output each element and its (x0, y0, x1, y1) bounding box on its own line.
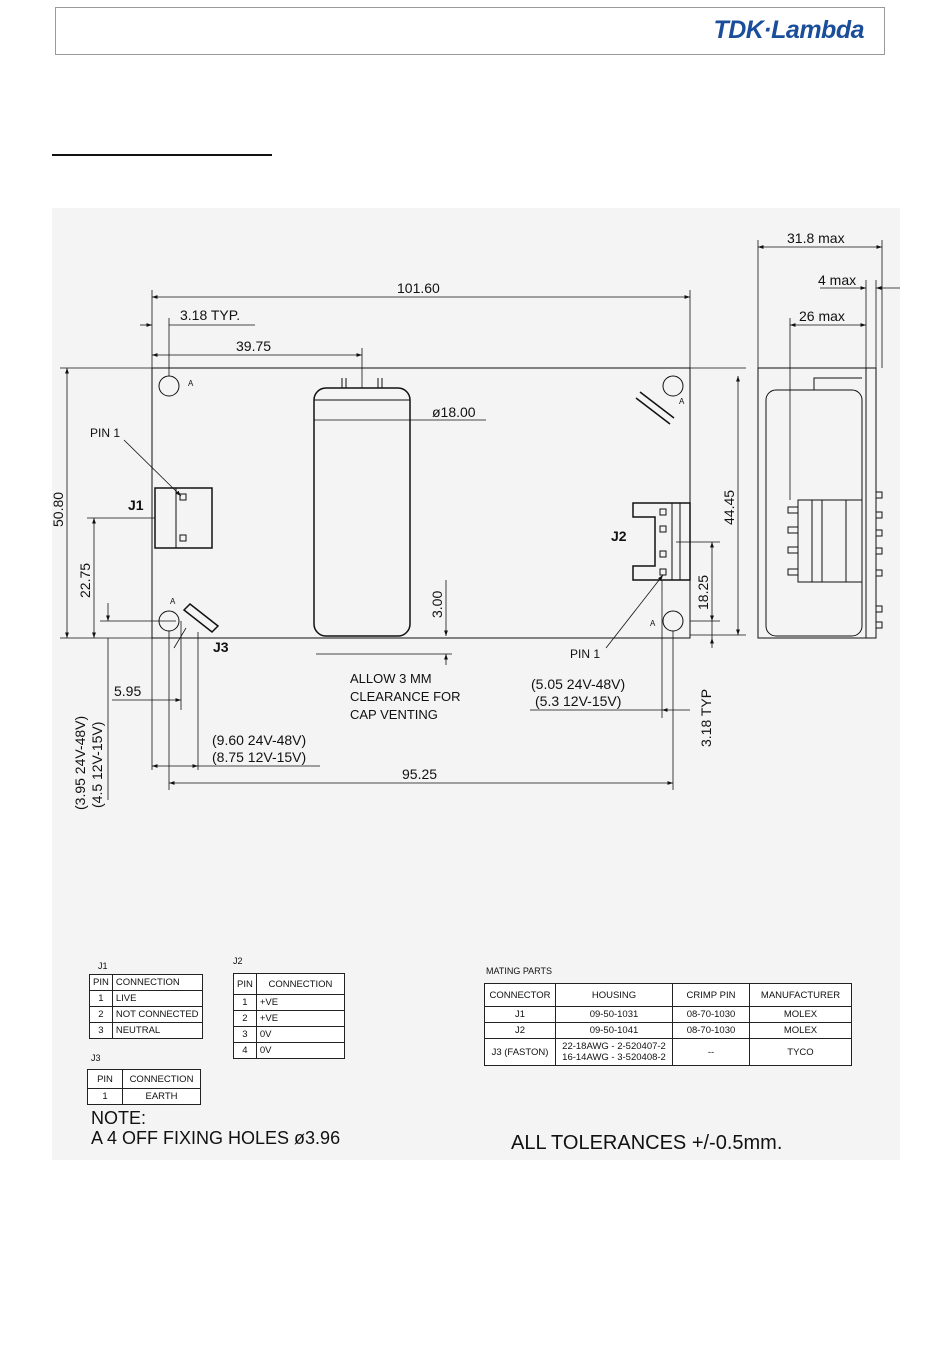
j2-table-caption: J2 (233, 956, 243, 966)
note-body: A 4 OFF FIXING HOLES ø3.96 (91, 1128, 341, 1148)
label-pin1-left: PIN 1 (90, 426, 120, 440)
side-view-connector (797, 499, 863, 583)
dim-height: 50.80 (50, 492, 66, 527)
label-allow-3: CAP VENTING (350, 707, 438, 722)
hole-mark-a-3: A (170, 597, 176, 606)
table-row: 2+VE (233, 1010, 346, 1027)
table-row: J2 09-50-1041 08-70-1030 MOLEX (484, 1022, 852, 1039)
j1-connector-outline (154, 487, 213, 549)
section-title-underline (52, 154, 272, 156)
dim-side-26: 26 max (799, 308, 845, 324)
tolerance-note: ALL TOLERANCES +/-0.5mm. (511, 1132, 783, 1154)
dim-j2-offset-b: (5.3 12V-15V) (535, 693, 621, 709)
mounting-hole-top-right (662, 375, 684, 397)
dim-j1-height: 22.75 (77, 563, 93, 598)
j3-faston-tab (182, 602, 220, 634)
dim-595: 5.95 (114, 683, 141, 699)
table-row: 1+VE (233, 994, 346, 1011)
dim-cap-diameter: ø18.00 (432, 404, 476, 420)
label-allow-2: CLEARANCE FOR (350, 689, 461, 704)
dim-j2-height: 18.25 (695, 575, 711, 610)
j1-pin1-pad (179, 493, 187, 501)
dim-318-typ-right: 3.18 TYP (698, 689, 714, 747)
mounting-hole-bottom-right (662, 610, 684, 632)
mating-parts-table: CONNECTOR HOUSING CRIMP PIN MANUFACTURER… (484, 983, 852, 1066)
pcb-outline (151, 367, 691, 639)
dim-j2-offset-a: (5.05 24V-48V) (531, 676, 625, 692)
capacitor-body (313, 387, 411, 637)
dim-318-typ: 3.18 TYP. (180, 307, 240, 323)
label-j1: J1 (128, 497, 144, 513)
note-title: NOTE: (91, 1108, 147, 1128)
hole-mark-a-2: A (679, 397, 685, 406)
hole-mark-a-4: A (650, 619, 656, 628)
tdk-lambda-logo: TDK·Lambda (713, 16, 864, 44)
mounting-hole-top-left (158, 375, 180, 397)
dim-left-vert-a: (3.95 24V-48V) (72, 716, 88, 810)
j1-pin3-pad (179, 534, 187, 542)
dim-side-total: 31.8 max (787, 230, 845, 246)
j1-table-caption: J1 (98, 961, 108, 971)
j2-connector-outline (632, 502, 691, 581)
mating-parts-caption: MATING PARTS (486, 966, 553, 976)
j3-table-caption: J3 (91, 1053, 101, 1063)
dim-side-4: 4 max (818, 272, 856, 288)
header-box: TDK·Lambda (55, 7, 885, 55)
label-j3: J3 (213, 639, 229, 655)
table-header-row: CONNECTOR HOUSING CRIMP PIN MANUFACTURER (484, 983, 852, 1007)
table-row: J1 09-50-1031 08-70-1030 MOLEX (484, 1006, 852, 1023)
board-slot (635, 391, 675, 425)
dim-j3-offset-b: (8.75 12V-15V) (212, 749, 306, 765)
hole-mark-a-1: A (188, 379, 194, 388)
dim-right-hole-height: 44.45 (721, 490, 737, 525)
dim-overall-width: 101.60 (397, 280, 440, 296)
dim-cap-clearance: 3.00 (429, 591, 445, 618)
dim-hole-span: 95.25 (402, 766, 437, 782)
label-pin1-right: PIN 1 (570, 647, 600, 661)
dim-left-vert-b: (4.5 12V-15V) (89, 722, 105, 808)
label-j2: J2 (611, 528, 627, 544)
dim-cap-offset: 39.75 (236, 338, 271, 354)
label-allow-1: ALLOW 3 MM (350, 671, 432, 686)
dim-j3-offset-a: (9.60 24V-48V) (212, 732, 306, 748)
